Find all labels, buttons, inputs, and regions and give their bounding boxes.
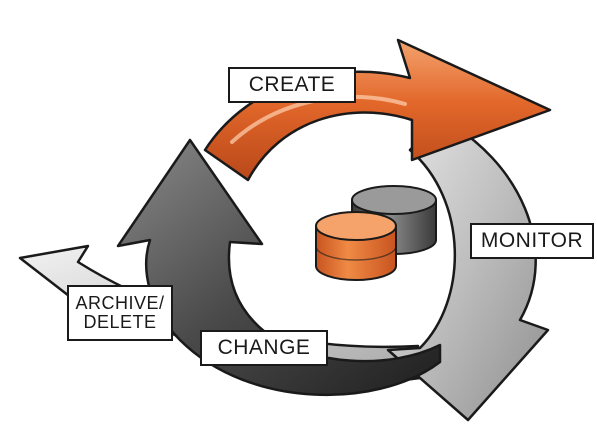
create-label: CREATE (228, 67, 356, 103)
database-icon (315, 185, 437, 281)
monitor-arrow (386, 116, 550, 422)
monitor-label: MONITOR (470, 223, 594, 259)
archive-label-line1: ARCHIVE/ (75, 293, 165, 314)
create-arrow (203, 38, 552, 182)
archive-delete-label: ARCHIVE/ DELETE (67, 285, 173, 341)
archive-label-line2: DELETE (83, 312, 157, 332)
change-label: CHANGE (200, 330, 328, 366)
